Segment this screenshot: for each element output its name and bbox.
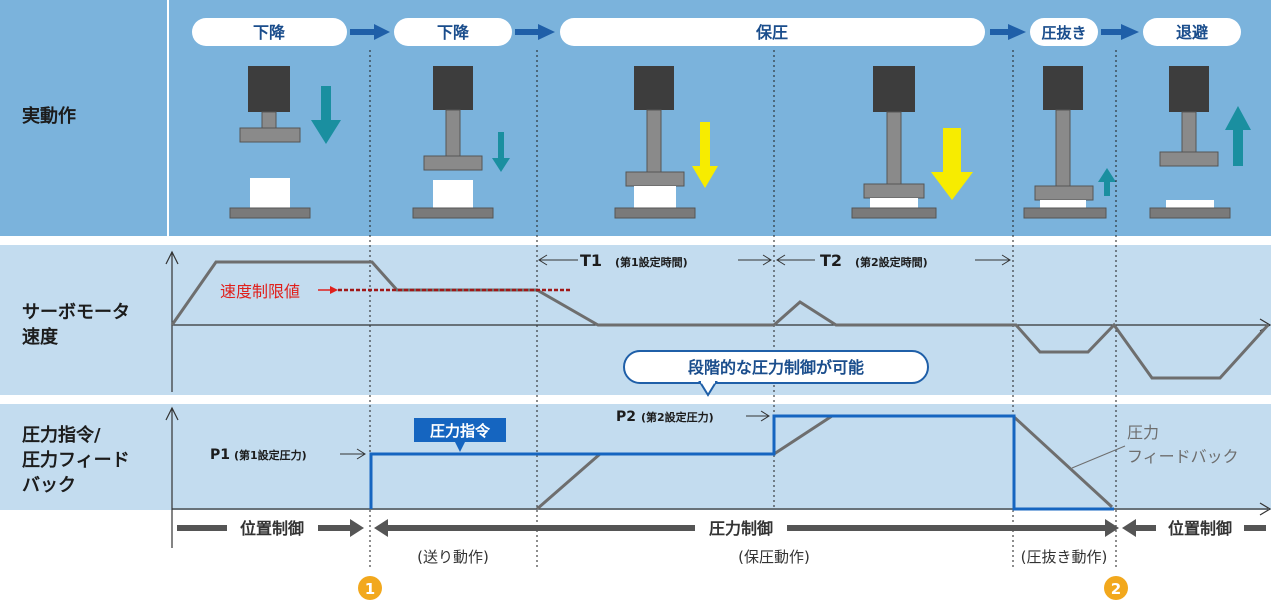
phase-label: 下降 xyxy=(437,23,470,42)
p2-sub-label: (第2設定圧力) xyxy=(641,410,714,424)
press-icon xyxy=(1149,66,1231,219)
phase-pill xyxy=(1143,18,1241,46)
command-tag xyxy=(414,418,506,442)
phase-label: 保圧 xyxy=(755,23,788,42)
sub-action-label: (圧抜き動作) xyxy=(1021,548,1108,566)
p1-sub-label: (第1設定圧力) xyxy=(234,448,307,462)
flow-arrow-icon xyxy=(515,24,555,40)
down-arrow-icon xyxy=(931,128,973,200)
t1-label: T1 xyxy=(580,251,602,270)
phase-pill xyxy=(394,18,512,46)
callout-text: 段階的な圧力制御が可能 xyxy=(688,358,864,377)
speed-limit-label: 速度制限値 xyxy=(220,282,300,301)
flow-arrow-icon xyxy=(990,24,1026,40)
up-arrow-icon xyxy=(1225,106,1251,166)
flow-arrow-icon xyxy=(350,24,390,40)
marker-1-text: 1 xyxy=(365,580,375,598)
row-label-pressure: 圧力指令/ 圧力フィード バック xyxy=(22,425,130,497)
speed-profile-line xyxy=(170,260,1270,380)
control-mode-bar: 位置制御 圧力制御 位置制御 xyxy=(177,519,1266,538)
press-icon xyxy=(1023,66,1107,219)
phase-pill xyxy=(560,18,985,46)
pressure-feedback-line xyxy=(536,414,1114,511)
phase-pill xyxy=(192,18,347,46)
staged-control-callout: 段階的な圧力制御が可能 xyxy=(623,350,929,397)
press-icon xyxy=(229,66,311,219)
control-mode-left: 位置制御 xyxy=(240,519,304,538)
down-arrow-icon xyxy=(311,86,341,144)
press-icon xyxy=(412,66,494,219)
feedback-label-line1: 圧力 xyxy=(1127,423,1159,442)
marker-1: 1 xyxy=(358,576,382,600)
press-icon xyxy=(614,66,696,219)
press-icon xyxy=(851,66,937,219)
flow-arrow-icon xyxy=(1101,24,1139,40)
phase-label: 退避 xyxy=(1176,23,1208,42)
row-label-action: 実動作 xyxy=(22,106,76,127)
t2-sub-label: (第2設定時間) xyxy=(855,255,928,269)
control-mode-center: 圧力制御 xyxy=(709,519,773,538)
up-arrow-icon xyxy=(1098,168,1116,196)
feedback-label-line2: フィードバック xyxy=(1127,447,1239,466)
phase-label: 下降 xyxy=(253,23,286,42)
marker-2-text: 2 xyxy=(1111,580,1121,598)
sub-action-label: (保圧動作) xyxy=(738,548,810,566)
t1-sub-label: (第1設定時間) xyxy=(615,255,688,269)
row-label-speed: サーボモータ 速度 xyxy=(22,302,130,349)
t2-label: T2 xyxy=(820,251,842,270)
pressure-command-line xyxy=(369,414,1114,511)
command-tag-text: 圧力指令 xyxy=(430,422,491,440)
p1-label: P1 xyxy=(210,447,230,463)
press-illustrations xyxy=(229,66,1251,219)
phase-label: 圧抜き xyxy=(1041,24,1086,42)
down-arrow-icon xyxy=(492,132,510,172)
phase-pill xyxy=(1030,18,1098,46)
control-mode-right: 位置制御 xyxy=(1168,519,1232,538)
phase-bar: 下降 下降 保圧 圧抜き 退避 xyxy=(192,18,1241,46)
marker-2: 2 xyxy=(1104,576,1128,600)
t2-span: T2 (第2設定時間) xyxy=(776,251,1011,270)
t1-span: T1 (第1設定時間) xyxy=(538,251,772,270)
down-arrow-icon xyxy=(692,122,718,188)
sub-action-label: (送り動作) xyxy=(417,548,489,566)
p2-label: P2 xyxy=(616,409,636,425)
